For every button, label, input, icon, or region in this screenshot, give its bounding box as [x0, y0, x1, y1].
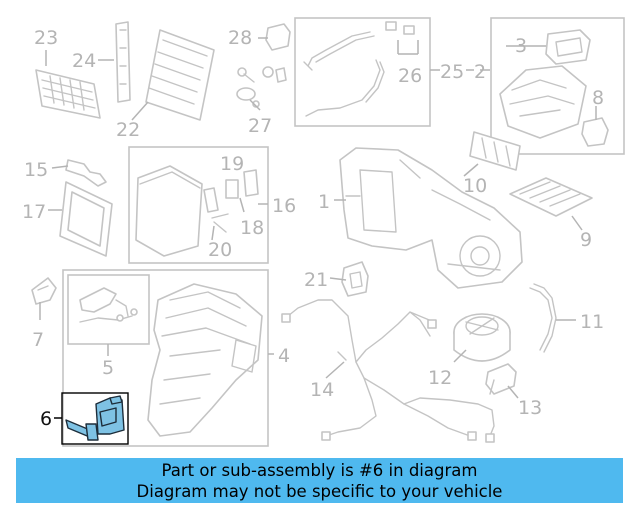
part-25-ac-line — [303, 21, 419, 117]
label-part-6: 6 — [40, 408, 52, 430]
label-part-14: 14 — [310, 379, 334, 401]
label-part-3: 3 — [515, 35, 527, 57]
label-part-8: 8 — [592, 87, 604, 109]
group-box-16 — [128, 146, 269, 264]
label-part-20: 20 — [208, 239, 232, 261]
label-part-2: 2 — [474, 61, 486, 83]
label-part-9: 9 — [580, 229, 592, 251]
part-16-control-module — [135, 165, 219, 257]
part-5-actuator-linkage — [79, 287, 138, 323]
part-7-bracket — [31, 277, 57, 305]
label-part-26: 26 — [398, 65, 422, 87]
label-part-23: 23 — [34, 27, 58, 49]
part-15-sensor — [65, 159, 107, 187]
part-21-grommet — [341, 261, 369, 297]
part-23-evaporator-core — [35, 69, 101, 119]
label-part-24: 24 — [72, 50, 96, 72]
part-14-wiring-harness — [281, 299, 495, 443]
label-part-16: 16 — [272, 195, 296, 217]
part-3-seal — [545, 29, 591, 65]
part-1-hvac-housing — [339, 147, 523, 289]
part-9-cabin-filter — [509, 177, 593, 217]
label-part-1: 1 — [318, 191, 330, 213]
label-part-27: 27 — [248, 115, 272, 137]
label-part-10: 10 — [463, 175, 487, 197]
label-part-21: 21 — [304, 269, 328, 291]
part-27-hardware-set — [236, 66, 287, 108]
label-part-22: 22 — [116, 119, 140, 141]
part-6-highlighted-actuator[interactable] — [65, 395, 125, 441]
label-part-12: 12 — [428, 367, 452, 389]
part-12-blower-motor — [453, 313, 511, 362]
part-17-filter-frame — [59, 181, 113, 257]
part-19-18-20-fasteners — [211, 169, 259, 233]
label-part-7: 7 — [32, 329, 44, 351]
part-2-blend-housing — [499, 65, 587, 139]
group-box-4 — [62, 269, 269, 447]
label-part-25: 25 — [440, 61, 464, 83]
label-part-18: 18 — [240, 217, 264, 239]
group-box-25 — [294, 17, 431, 127]
info-banner: Part or sub-assembly is #6 in diagram Di… — [16, 458, 623, 503]
part-8-actuator — [581, 117, 609, 147]
banner-line-disclaimer: Diagram may not be specific to your vehi… — [136, 481, 503, 501]
label-part-4: 4 — [278, 345, 290, 367]
label-part-13: 13 — [518, 397, 542, 419]
part-4-distribution-housing — [147, 283, 263, 437]
group-box-2 — [490, 17, 625, 155]
banner-line-part-number: Part or sub-assembly is #6 in diagram — [161, 460, 478, 480]
leader-lines — [39, 37, 597, 419]
label-part-11: 11 — [580, 311, 604, 333]
part-10-gasket — [469, 131, 521, 171]
label-part-5: 5 — [102, 357, 114, 379]
part-11-drain-hose — [529, 283, 557, 353]
label-part-15: 15 — [24, 159, 48, 181]
part-22-heater-core — [145, 29, 215, 121]
label-part-19: 19 — [220, 153, 244, 175]
label-part-28: 28 — [228, 27, 252, 49]
label-part-17: 17 — [22, 201, 46, 223]
part-24-bracket — [115, 21, 131, 103]
part-28-clip — [265, 23, 291, 51]
